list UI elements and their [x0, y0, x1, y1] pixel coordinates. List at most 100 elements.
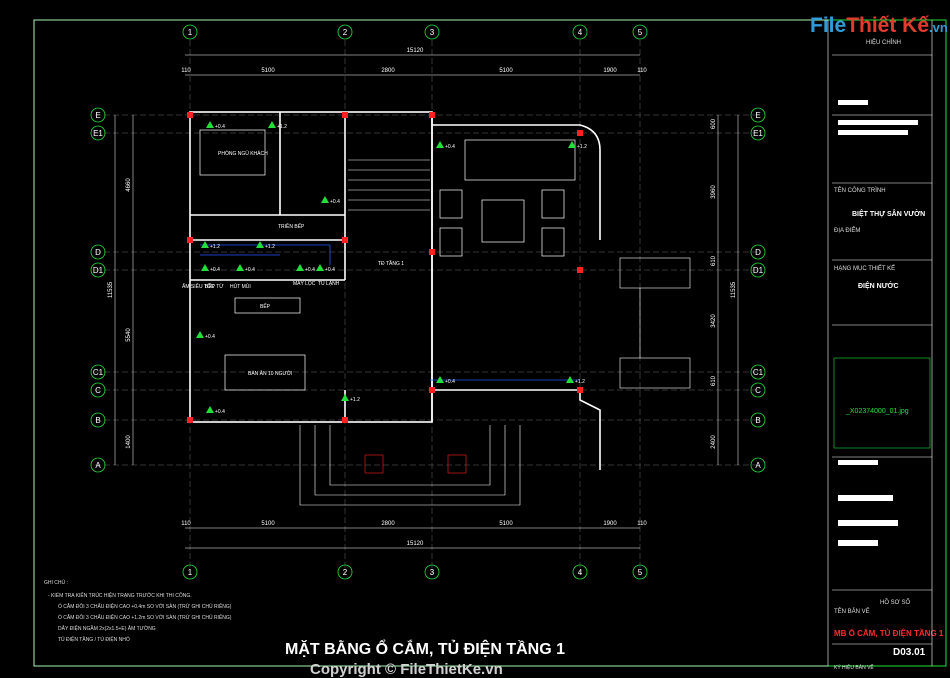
- tb-image-file: _X02374000_01.jpg: [846, 408, 909, 415]
- grid-label-row: C: [95, 386, 101, 395]
- outlet-icon: [316, 264, 324, 271]
- tb-category: ĐIỆN NƯỚC: [858, 283, 899, 290]
- stairs: [348, 159, 430, 211]
- dim-bottom-segment: 110: [181, 521, 191, 527]
- dim-bottom-segment: 5100: [499, 521, 513, 527]
- grid-label-row: E1: [93, 129, 103, 138]
- dim-top-segment: 110: [637, 68, 647, 74]
- outlet-icon: [236, 264, 244, 271]
- tb-drawing-name: MB Ổ CẮM, TỦ ĐIỆN TẦNG 1: [834, 629, 944, 638]
- grid-bubble-row: [750, 412, 766, 428]
- grid-label-row: A: [95, 461, 101, 470]
- grid-bubble-col: [337, 24, 353, 40]
- dim-top-total: 15120: [407, 48, 424, 54]
- outlet-height-label: +0.4: [215, 124, 225, 130]
- appliance-label: ẤM SIÊU TỐC: [182, 282, 215, 290]
- appliance-label: MÁY LỌC: [293, 280, 316, 287]
- outlet-height-label: +0.4: [305, 267, 315, 273]
- grid-label-row: D1: [93, 266, 104, 275]
- outlet-icon: [268, 121, 276, 128]
- outlet-icon: [321, 196, 329, 203]
- grid-label-row: D: [95, 248, 101, 257]
- grid-bubble-row: [750, 382, 766, 398]
- column-marker: [577, 130, 583, 136]
- grid-label-col: 3: [430, 568, 435, 577]
- column-marker: [429, 112, 435, 118]
- grid-bubble-row: [90, 412, 106, 428]
- grid-bubble-row: [90, 382, 106, 398]
- note-item-5: TỦ ĐIỆN TẦNG / TỦ ĐIỆN NHỎ: [58, 637, 130, 643]
- tb-project-label: TÊN CÔNG TRÌNH: [834, 188, 886, 194]
- grid-bubble-row: [90, 457, 106, 473]
- outlet-markers: +0.4+1.2+0.4+1.2+1.2+0.4+0.4+0.4+1.2+0.4…: [196, 121, 587, 415]
- grid-label-row: D1: [753, 266, 764, 275]
- outlet-icon: [566, 376, 574, 383]
- outlet-height-label: +1.2: [575, 379, 585, 385]
- outlet-height-label: +0.4: [325, 267, 335, 273]
- grid-label-row: B: [95, 416, 100, 425]
- column-marker: [187, 112, 193, 118]
- grid-label-row: D: [755, 248, 761, 257]
- grid-bubble-row: [90, 244, 106, 260]
- grid-label-row: B: [755, 416, 760, 425]
- grid-lines-vertical: [189, 40, 641, 575]
- column-marker: [577, 387, 583, 393]
- dim-right-segment: 610: [711, 255, 717, 266]
- grid-bubble-row: [750, 457, 766, 473]
- grid-label-col: 2: [343, 28, 348, 37]
- outlet-icon: [436, 141, 444, 148]
- walls: [189, 111, 601, 470]
- outlet-icon: [206, 406, 214, 413]
- grid-label-col: 1: [188, 28, 193, 37]
- sheet-border: [33, 19, 947, 667]
- outlet-height-label: +0.4: [445, 144, 455, 150]
- outlet-icon: [341, 394, 349, 401]
- outlet-height-label: +0.4: [215, 409, 225, 415]
- grid-bubble-col: [424, 24, 440, 40]
- outlet-height-label: +1.2: [210, 244, 220, 250]
- column-marker: [342, 112, 348, 118]
- grid-bubble-row: [750, 262, 766, 278]
- drawing-title: MẶT BẰNG Ổ CẮM, TỦ ĐIỆN TẦNG 1: [285, 641, 565, 658]
- dim-top-segment: 5100: [499, 68, 513, 74]
- appliance-label: HÚT MÙI: [230, 283, 251, 290]
- copyright-watermark: Copyright © FileThietKe.vn: [310, 661, 503, 678]
- outlet-height-label: +0.4: [245, 267, 255, 273]
- grid-label-row: E1: [753, 129, 763, 138]
- notes-heading: GHI CHÚ :: [44, 580, 68, 586]
- structural-columns: [187, 112, 583, 423]
- column-marker: [187, 237, 193, 243]
- grid-label-col: 5: [638, 568, 643, 577]
- grid-bubble-col: [337, 564, 353, 580]
- outlet-icon: [206, 121, 214, 128]
- column-marker: [429, 387, 435, 393]
- site-logo: FileThiết Kế.vn: [810, 14, 948, 37]
- outlet-height-label: +0.4: [330, 199, 340, 205]
- grid-label-col: 1: [188, 568, 193, 577]
- grid-lines-horizontal: [95, 114, 760, 466]
- appliance-label: TỦ LẠNH: [318, 280, 340, 287]
- dim-top-segment: 110: [181, 68, 191, 74]
- dim-right-segment: 3960: [711, 185, 717, 199]
- dim-right-segment: 610: [711, 375, 717, 386]
- note-item-4: DÂY ĐIỆN NGẦM 2x(2x1.5+E) ÂM TƯỜNG: [58, 626, 156, 632]
- room-label-bedroom: PHÒNG NGỦ KHÁCH: [218, 150, 268, 157]
- grid-bubble-row: [750, 107, 766, 123]
- title-block-frame: [832, 20, 933, 666]
- tb-category-label: HẠNG MỤC THIẾT KẾ: [834, 266, 896, 272]
- tb-sheet-label: KÝ HIỆU BẢN VẼ: [834, 665, 874, 671]
- grid-label-row: C: [755, 386, 761, 395]
- grid-bubble-col: [632, 564, 648, 580]
- dim-right-segment: 2400: [711, 435, 717, 449]
- outlet-height-label: +0.4: [205, 334, 215, 340]
- outlet-icon: [201, 264, 209, 271]
- room-label-stairs: TĐ TẦNG 1: [378, 260, 404, 267]
- grid-bubble-row: [750, 244, 766, 260]
- outlet-height-label: +0.4: [210, 267, 220, 273]
- column-marker: [429, 249, 435, 255]
- grid-bubble-row: [90, 364, 106, 380]
- grid-label-col: 3: [430, 28, 435, 37]
